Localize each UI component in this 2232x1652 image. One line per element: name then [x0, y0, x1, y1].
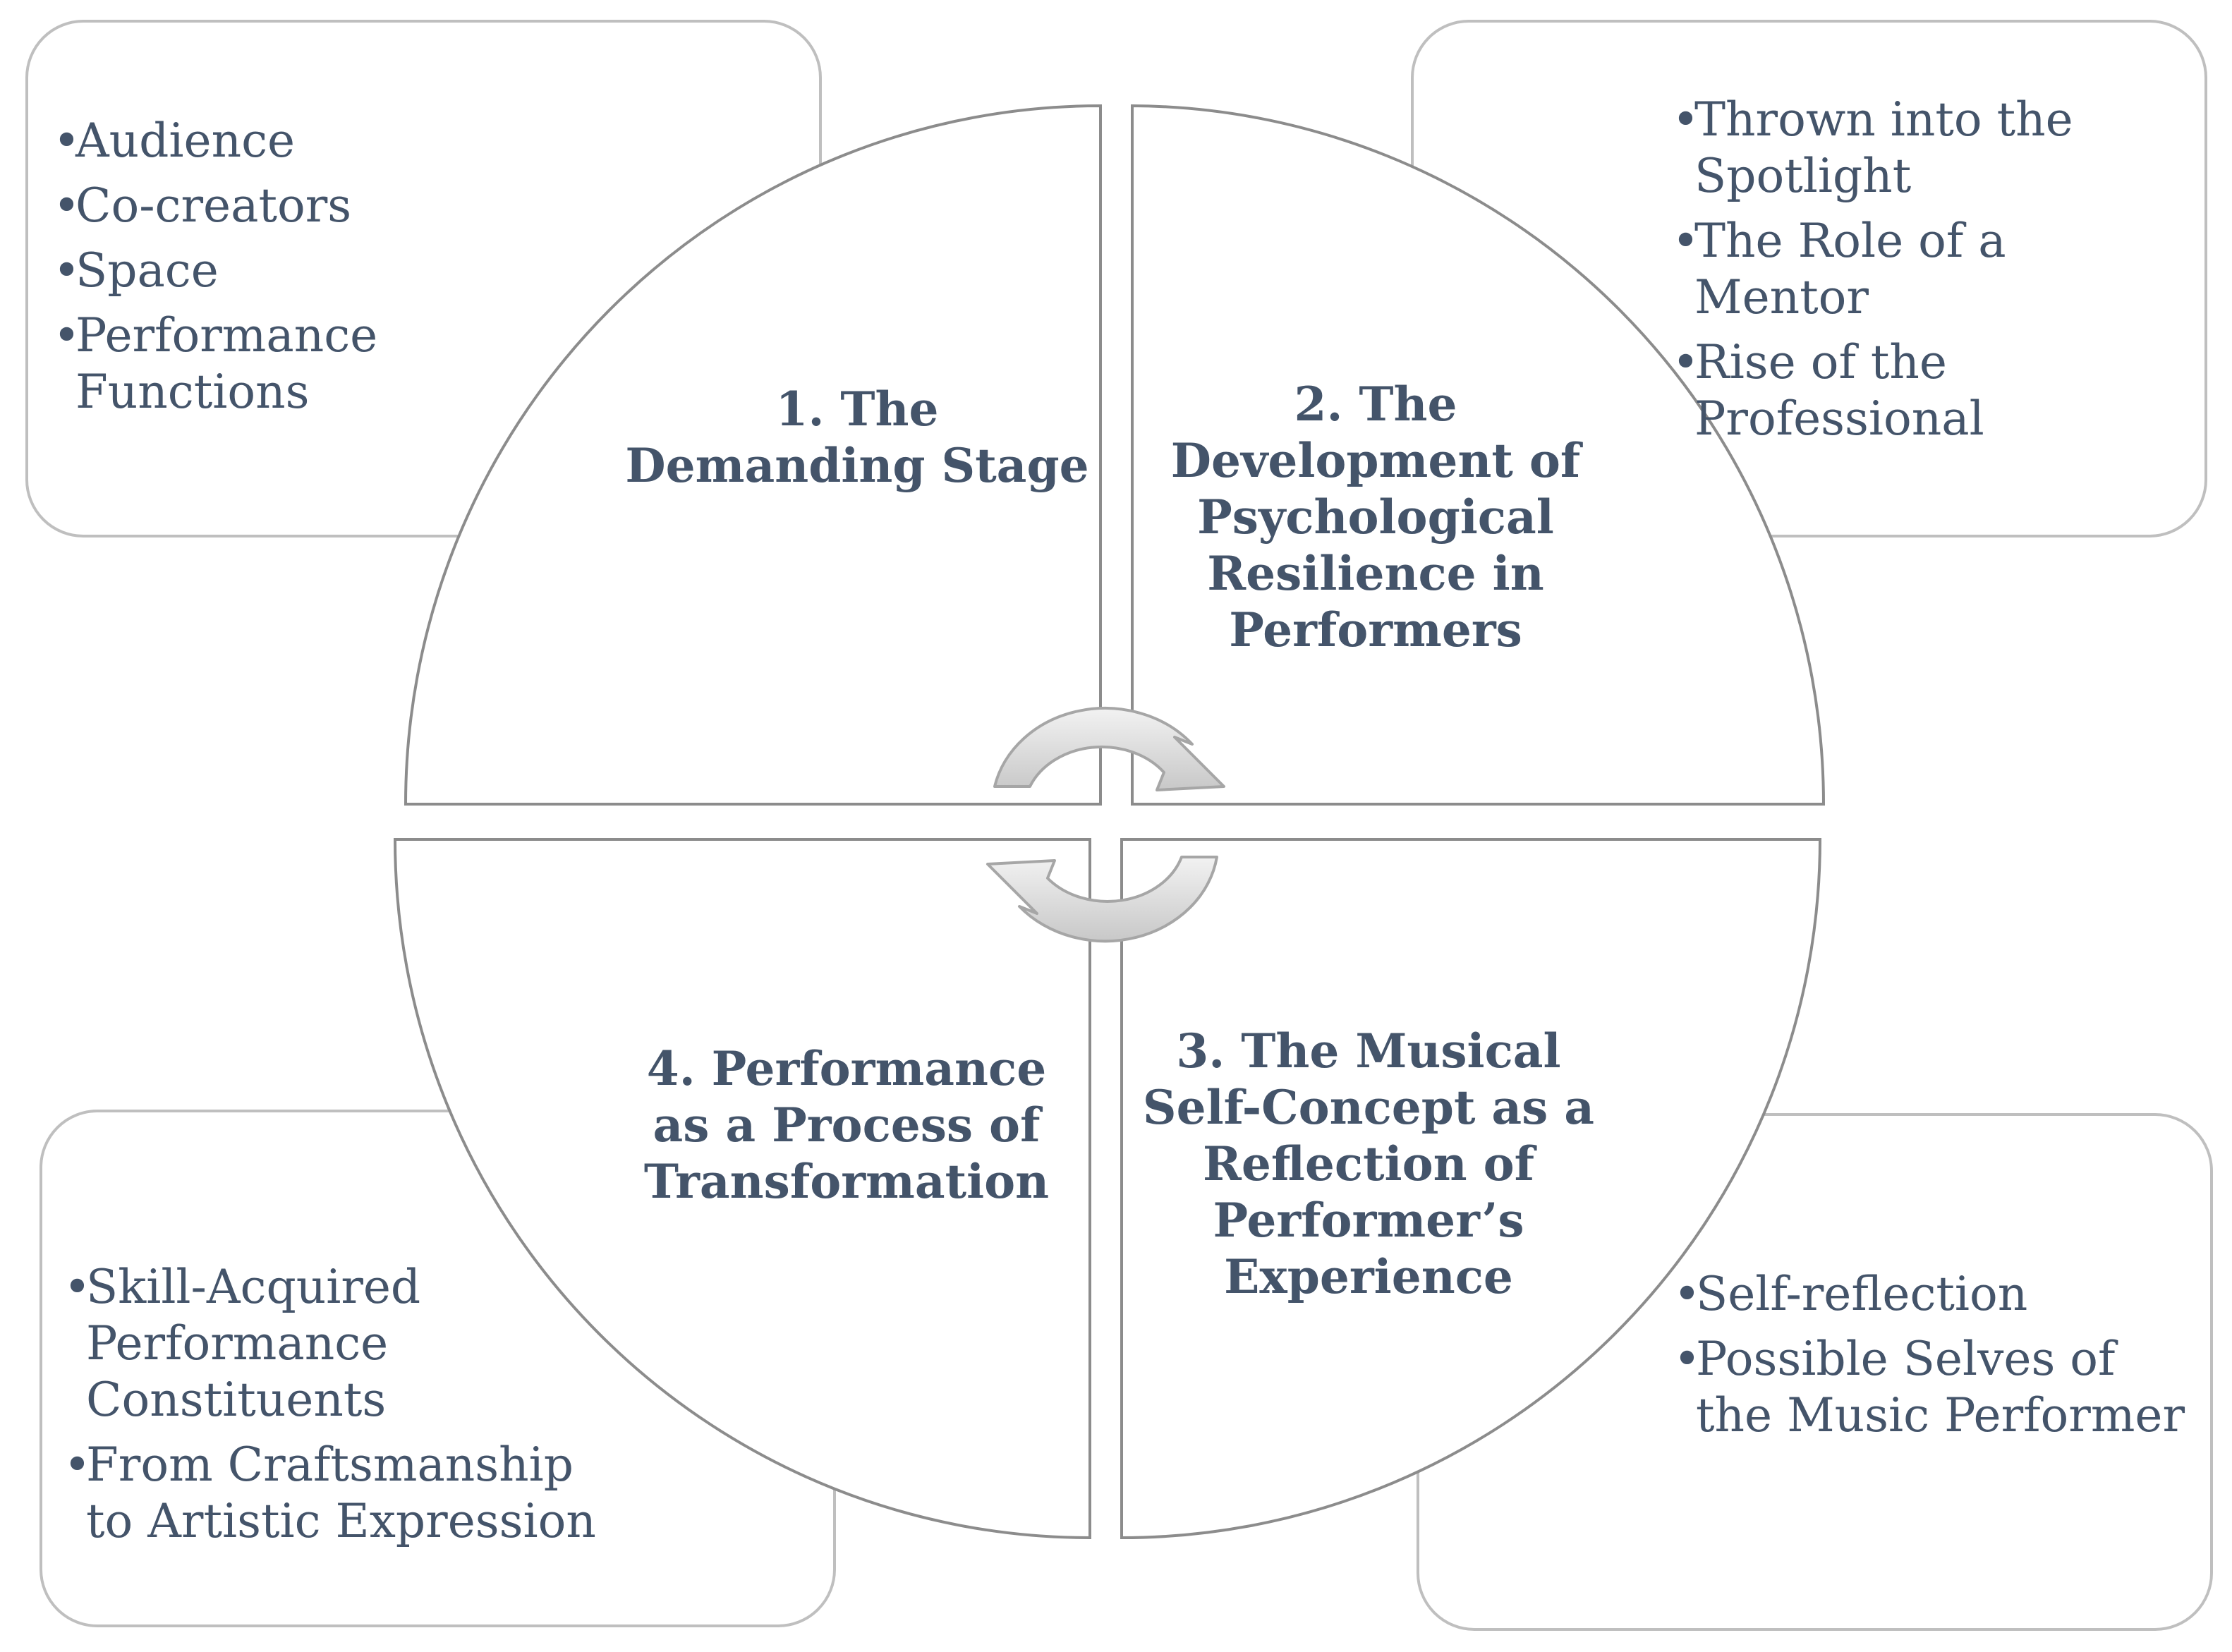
- list-item: Self-reflection: [1673, 1266, 2181, 1323]
- list-item: Audience: [53, 113, 448, 169]
- list-item: From Craftsmanship to Artistic Expressio…: [63, 1437, 608, 1550]
- list-item: Skill-Acquired Performance Constituents: [63, 1259, 481, 1428]
- box-bottom-left-list: Skill-Acquired Performance Constituents …: [63, 1259, 600, 1558]
- list-item: Rise of the Professional: [1672, 334, 2019, 447]
- quadrant-2-title: 2. The Development of Psychological Resi…: [1170, 377, 1581, 657]
- list-item: Thrown into the Spotlight: [1672, 92, 2118, 205]
- quadrant-4-title: 4. Performance as a Process of Transform…: [643, 1041, 1050, 1209]
- quadrant-1: [404, 104, 1102, 806]
- quadrant-3-title: 3. The Musical Self-Concept as a Reflect…: [1142, 1024, 1595, 1304]
- quadrant-3: [1120, 838, 1822, 1540]
- quadrant-2: [1131, 104, 1826, 806]
- list-item: Space: [53, 243, 448, 299]
- box-top-right-list: Thrown into the Spotlight The Role of a …: [1672, 92, 2180, 456]
- list-item: Possible Selves of the Music Performer: [1673, 1331, 2190, 1444]
- list-item: The Role of a Mentor: [1672, 213, 2180, 326]
- list-item: Performance Functions: [53, 308, 377, 420]
- quadrant-4: [393, 838, 1091, 1540]
- list-item: Co-creators: [53, 178, 448, 234]
- quadrant-1-title: 1. The Demanding Stage: [625, 382, 1089, 493]
- box-top-left-list: Audience Co-creators Space Performance F…: [53, 113, 448, 429]
- box-bottom-right-list: Self-reflection Possible Selves of the M…: [1673, 1266, 2185, 1452]
- cycle-arrow-right-icon: [993, 707, 1225, 791]
- cycle-arrow-left-icon: [986, 856, 1218, 943]
